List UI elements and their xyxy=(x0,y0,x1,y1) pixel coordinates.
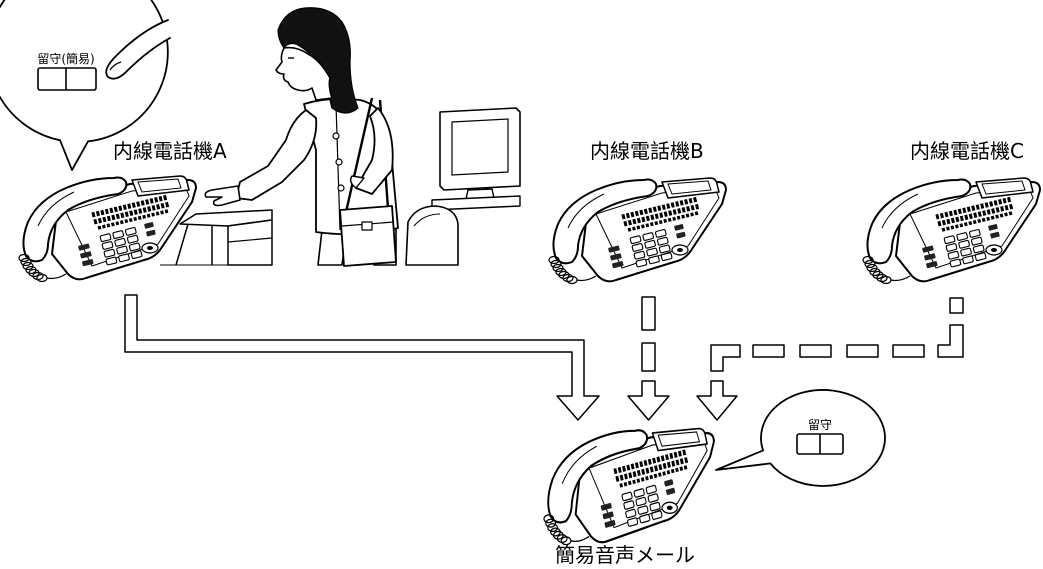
phone-a-button-label: 留守(簡易) xyxy=(37,51,94,66)
voicemail-button-label: 留守 xyxy=(808,418,832,432)
desk-illustration xyxy=(160,209,273,266)
woman-figure xyxy=(204,7,399,267)
pressing-finger-icon xyxy=(105,19,171,80)
voicemail-label: 簡易音声メール xyxy=(555,543,695,567)
forward-arrow-b xyxy=(627,296,670,421)
phone-c-illustration xyxy=(863,178,1040,284)
phone-c-label: 内線電話機C xyxy=(910,139,1024,163)
phone-a-label: 内線電話機A xyxy=(113,139,227,163)
answering-button xyxy=(796,433,844,455)
phone-a-illustration xyxy=(19,176,196,282)
chair-illustration xyxy=(405,205,459,266)
phone-a-button-callout: 留守(簡易) xyxy=(0,0,171,171)
forward-arrow-a xyxy=(124,294,600,421)
forward-arrow-c xyxy=(696,297,964,421)
voicemail-phone-illustration xyxy=(544,429,714,545)
phone-b-illustration xyxy=(549,178,726,284)
voicemail-button-callout: 留守 xyxy=(715,389,886,487)
phone-b-label: 内線電話機B xyxy=(590,139,704,163)
simple-answering-button xyxy=(37,67,97,91)
